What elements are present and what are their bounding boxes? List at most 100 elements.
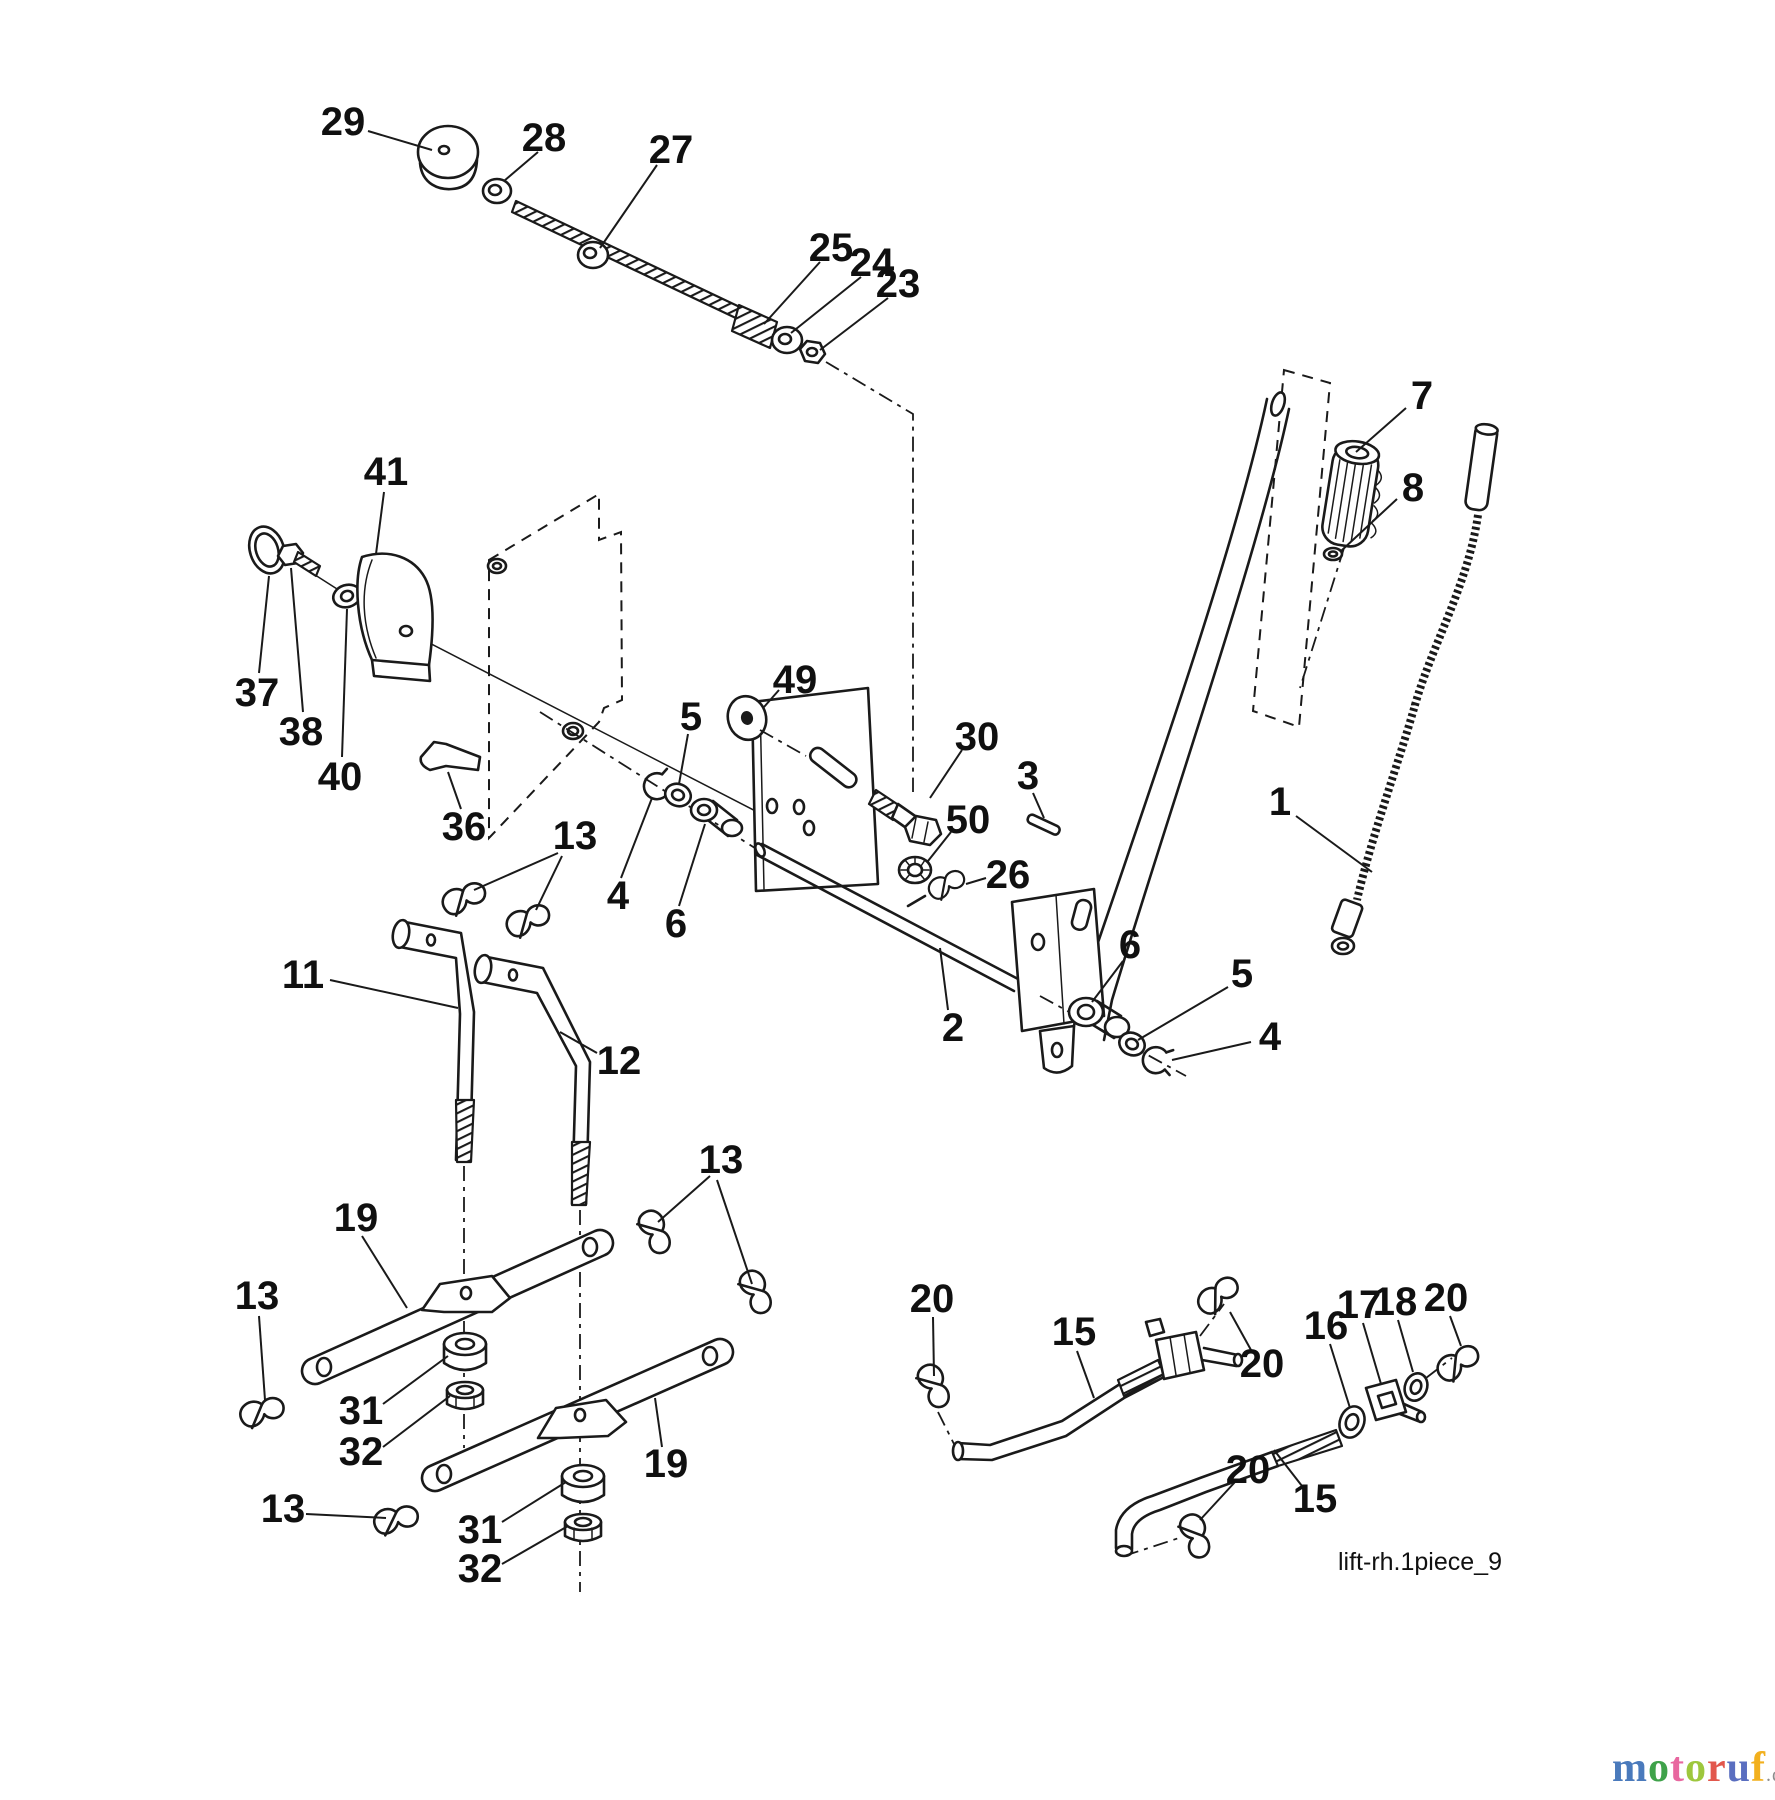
cap-37	[247, 525, 287, 575]
leader-line-19	[361, 1235, 408, 1309]
leader-line-13	[535, 855, 563, 911]
leader-line-5	[1137, 986, 1229, 1041]
leader-line-30	[929, 749, 963, 799]
leader-line-4	[1171, 1041, 1252, 1061]
leader-line-11	[329, 979, 459, 1009]
nut-32-upper	[445, 1380, 485, 1411]
part-number-20: 20	[1226, 1448, 1271, 1492]
watermark-letter: o	[1648, 1745, 1670, 1791]
part-number-4: 4	[607, 874, 630, 918]
nut-23	[798, 339, 827, 365]
bushing-6	[689, 797, 744, 838]
part-number-7: 7	[1411, 374, 1433, 418]
part-number-6: 6	[1119, 923, 1141, 967]
link-12	[473, 953, 592, 1592]
part-number-32: 32	[458, 1547, 503, 1591]
part-number-8: 8	[1402, 466, 1424, 510]
part-number-13: 13	[699, 1138, 744, 1182]
diagram-code: lift-rh.1piece_9	[1338, 1548, 1502, 1576]
washer-24	[770, 325, 804, 355]
motoruf-wordmark: motoruf	[1612, 1745, 1766, 1791]
part-number-5: 5	[1231, 952, 1253, 996]
leader-line-13	[305, 1513, 387, 1519]
part-number-13: 13	[553, 814, 598, 858]
part-number-24: 24	[850, 241, 895, 285]
bracket-hardware-left	[247, 525, 836, 853]
foot-bracket	[1010, 887, 1106, 1074]
leader-line-50	[927, 831, 952, 862]
part-number-32: 32	[339, 1430, 384, 1474]
lift-arm-19-upper	[300, 1228, 615, 1386]
spring-25	[730, 303, 779, 350]
part-number-16: 16	[1304, 1304, 1349, 1348]
leader-line-4	[620, 797, 653, 879]
shoulder-bolt-30	[867, 788, 943, 847]
part-number-41: 41	[364, 450, 409, 494]
bushing-6	[1067, 996, 1131, 1040]
part-number-50: 50	[946, 798, 991, 842]
nut-32-lower	[563, 1512, 603, 1543]
link-11	[391, 918, 476, 1448]
part-number-20: 20	[910, 1277, 955, 1321]
watermark-letter: u	[1726, 1745, 1752, 1791]
part-number-12: 12	[597, 1039, 642, 1083]
part-number-13: 13	[261, 1487, 306, 1531]
part-number-27: 27	[649, 128, 694, 172]
leader-line-20	[1449, 1315, 1462, 1347]
leader-line-8	[1340, 498, 1398, 552]
leader-line-18	[1397, 1319, 1414, 1373]
phantom-panel	[486, 492, 624, 841]
watermark-letter: r	[1707, 1745, 1727, 1791]
leader-line-31	[382, 1355, 449, 1405]
part-number-31: 31	[458, 1508, 503, 1552]
leader-line-40	[341, 608, 348, 758]
leader-line-25	[763, 261, 821, 325]
bushing-31-upper	[442, 1331, 488, 1372]
leader-line-23	[819, 297, 889, 351]
leader-line-13	[258, 1315, 266, 1401]
trunnion-17	[1364, 1378, 1427, 1424]
washer-28	[481, 177, 513, 205]
motoruf-suffix: .de	[1766, 1764, 1775, 1786]
part-number-5: 5	[680, 695, 702, 739]
part-number-31: 31	[339, 1389, 384, 1433]
leader-line-29	[367, 130, 433, 151]
nut-16	[1338, 1405, 1366, 1439]
lift-link-15-lower	[1114, 1357, 1453, 1558]
leader-line-6	[1091, 960, 1124, 1003]
leader-line-2	[939, 947, 949, 1011]
part-number-2: 2	[942, 1006, 964, 1050]
part-number-37: 37	[235, 671, 280, 715]
collar-27	[576, 240, 610, 270]
leader-line-17	[1362, 1322, 1382, 1385]
part-number-1: 1	[1269, 780, 1291, 824]
part-number-19: 19	[644, 1442, 689, 1486]
leader-line-32	[382, 1395, 451, 1448]
leader-line-13	[657, 1175, 711, 1223]
leader-line-3	[1032, 792, 1045, 819]
pivot-hardware-right	[1039, 995, 1187, 1079]
part-number-18: 18	[1373, 1280, 1418, 1324]
cotter-pin-26-tail	[906, 894, 927, 908]
bolt-38	[276, 542, 322, 578]
leader-line-12	[559, 1031, 598, 1054]
watermark-letter: f	[1751, 1745, 1767, 1791]
part-number-38: 38	[279, 710, 324, 754]
grip-7	[1321, 439, 1383, 548]
lock-washer-50	[897, 855, 933, 885]
bracket-41	[356, 552, 434, 683]
part-number-20: 20	[1424, 1276, 1469, 1320]
leader-line-6	[678, 823, 706, 907]
leader-line-24	[790, 276, 862, 334]
spacer-8	[1322, 546, 1344, 562]
part-number-20: 20	[1240, 1342, 1285, 1386]
mount-plate	[726, 686, 880, 893]
part-number-15: 15	[1293, 1477, 1338, 1521]
part-number-29: 29	[321, 100, 366, 144]
part-number-30: 30	[955, 715, 1000, 759]
knob-29	[416, 124, 480, 191]
watermark-letter: m	[1612, 1745, 1648, 1791]
watermark-letter: o	[1685, 1745, 1707, 1791]
